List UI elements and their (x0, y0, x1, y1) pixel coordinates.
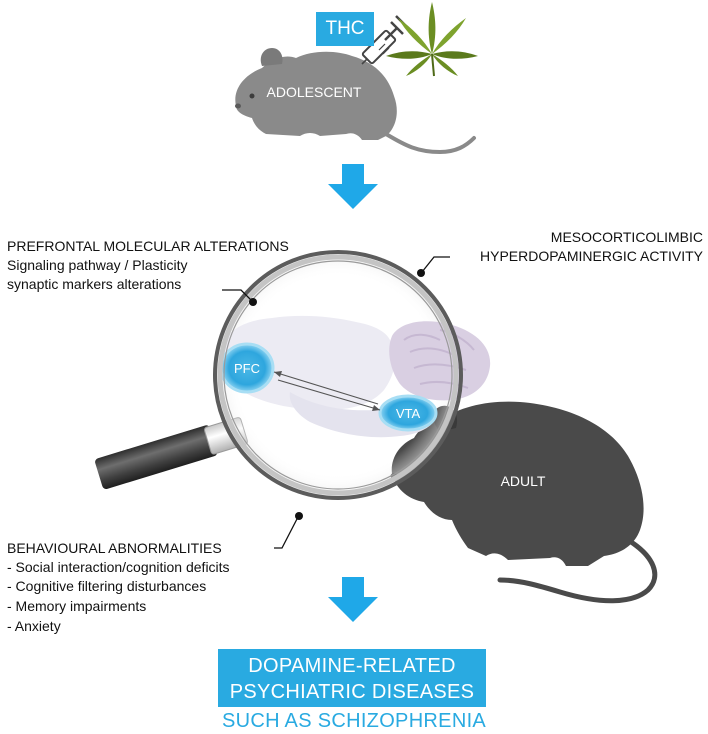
mesocorticolimbic-line-1: MESOCORTICOLIMBIC (550, 229, 703, 245)
pfc-vta-connection (273, 371, 381, 411)
adolescent-rat (235, 48, 476, 155)
pfc-label: PFC (234, 361, 260, 376)
callout-dot-behavioural (295, 512, 303, 520)
callout-dot-mesocorticolimbic (417, 269, 425, 277)
prefrontal-line-2: synaptic markers alterations (7, 276, 182, 292)
adult-label: ADULT (501, 473, 546, 489)
cannabis-leaf-icon (386, 2, 478, 77)
adolescent-label: ADOLESCENT (267, 84, 362, 100)
outcome-line-2: PSYCHIATRIC DISEASES (229, 681, 475, 703)
down-arrow-top (328, 164, 378, 209)
vta-region: VTA (378, 394, 438, 432)
magnifier-rim (213, 250, 463, 500)
outcome-subtitle: SUCH AS SCHIZOPHRENIA (221, 710, 487, 732)
callout-lines (222, 256, 450, 549)
behavioural-title: BEHAVIOURAL ABNORMALITIES (7, 540, 222, 556)
vta-label: VTA (396, 406, 421, 421)
behavioural-item: - Memory impairments (7, 598, 147, 614)
prefrontal-line-1: Signaling pathway / Plasticity (7, 257, 188, 273)
pfc-region: PFC (219, 342, 275, 394)
thc-label: THC (316, 12, 374, 46)
mesocorticolimbic-line-2: HYPERDOPAMINERGIC ACTIVITY (480, 248, 703, 264)
behavioural-item: - Social interaction/cognition deficits (7, 559, 230, 575)
behavioural-item: - Cognitive filtering disturbances (7, 578, 207, 594)
behavioural-item: - Anxiety (7, 618, 61, 634)
prefrontal-title: PREFRONTAL MOLECULAR ALTERATIONS (7, 238, 289, 254)
down-arrow-bottom (328, 577, 378, 622)
callout-dot-prefrontal (249, 298, 257, 306)
outcome-box: DOPAMINE-RELATED PSYCHIATRIC DISEASES (218, 649, 486, 707)
outcome-line-1: DOPAMINE-RELATED (248, 655, 456, 677)
